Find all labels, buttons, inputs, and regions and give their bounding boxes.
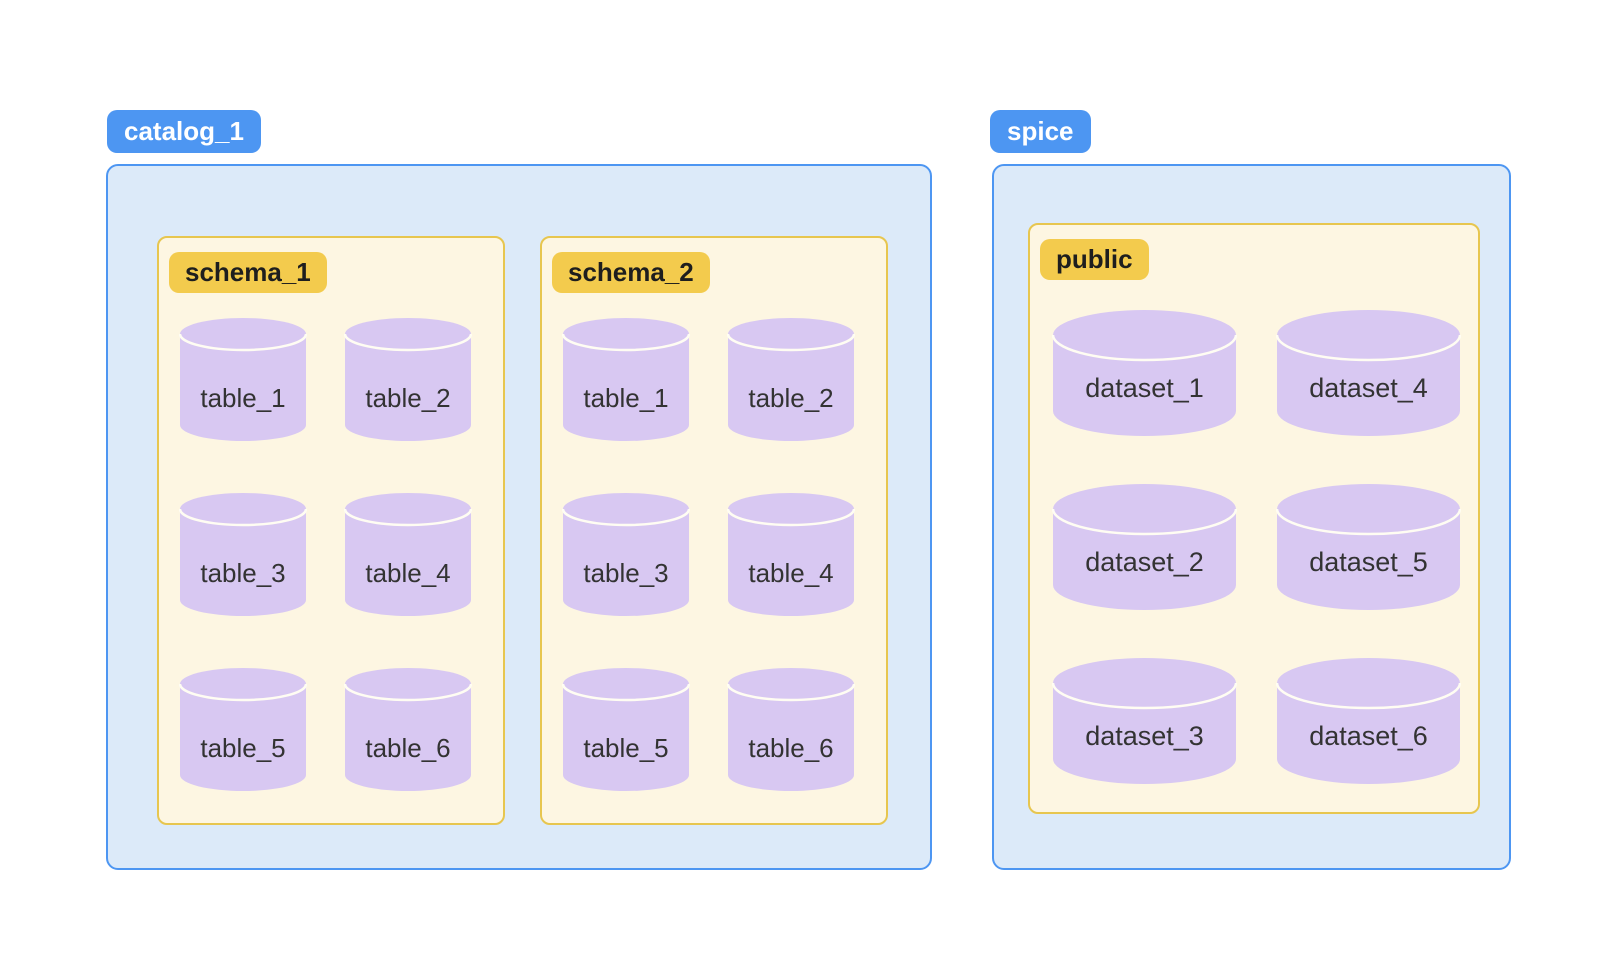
database-cylinder-icon [179, 667, 307, 792]
database-cylinder-icon [562, 317, 690, 442]
table-label: table_6 [365, 733, 451, 763]
dataset-cylinder: dataset_2 [1052, 483, 1237, 611]
database-cylinder-icon [344, 492, 472, 617]
table-cylinder: table_1 [179, 317, 307, 442]
database-cylinder-icon [344, 317, 472, 442]
catalog-badge: catalog_1 [107, 110, 261, 153]
table-cylinder: table_1 [562, 317, 690, 442]
table-cylinder: table_6 [344, 667, 472, 792]
database-cylinder-icon [179, 492, 307, 617]
schema-1-tables: table_1 table_2 table_3 table_4 table_5 [179, 317, 472, 792]
dataset-label: dataset_1 [1085, 372, 1204, 403]
database-cylinder-icon [727, 667, 855, 792]
dataset-cylinder: dataset_6 [1276, 657, 1461, 785]
public-box: public dataset_1 dataset_4 dataset_2 dat… [1028, 223, 1480, 814]
spice-container: public dataset_1 dataset_4 dataset_2 dat… [992, 164, 1511, 870]
dataset-label: dataset_3 [1085, 720, 1204, 751]
table-cylinder: table_2 [727, 317, 855, 442]
table-label: table_2 [748, 383, 834, 413]
database-cylinder-icon [562, 667, 690, 792]
dataset-label: dataset_5 [1309, 546, 1428, 577]
dataset-cylinder: dataset_4 [1276, 309, 1461, 437]
table-cylinder: table_5 [179, 667, 307, 792]
public-badge: public [1040, 239, 1149, 280]
table-label: table_5 [200, 733, 286, 763]
database-cylinder-icon [179, 317, 307, 442]
dataset-label: dataset_4 [1309, 372, 1428, 403]
table-label: table_3 [583, 558, 669, 588]
schema-2-tables: table_1 table_2 table_3 table_4 table_5 [562, 317, 855, 792]
dataset-label: dataset_2 [1085, 546, 1204, 577]
table-cylinder: table_2 [344, 317, 472, 442]
table-label: table_5 [583, 733, 669, 763]
schema-1-box: schema_1 table_1 table_2 table_3 table_4 [157, 236, 505, 825]
table-label: table_1 [583, 383, 669, 413]
database-cylinder-icon [727, 492, 855, 617]
table-label: table_1 [200, 383, 286, 413]
schema-2-box: schema_2 table_1 table_2 table_3 table_4 [540, 236, 888, 825]
table-label: table_3 [200, 558, 286, 588]
schema-2-badge: schema_2 [552, 252, 710, 293]
table-cylinder: table_4 [344, 492, 472, 617]
schema-1-badge: schema_1 [169, 252, 327, 293]
database-cylinder-icon [344, 667, 472, 792]
database-cylinder-icon [562, 492, 690, 617]
table-label: table_4 [365, 558, 451, 588]
table-label: table_6 [748, 733, 834, 763]
dataset-cylinder: dataset_5 [1276, 483, 1461, 611]
database-cylinder-icon [727, 317, 855, 442]
table-label: table_4 [748, 558, 834, 588]
table-cylinder: table_5 [562, 667, 690, 792]
table-cylinder: table_3 [179, 492, 307, 617]
dataset-cylinder: dataset_3 [1052, 657, 1237, 785]
spice-badge: spice [990, 110, 1091, 153]
table-label: table_2 [365, 383, 451, 413]
table-cylinder: table_4 [727, 492, 855, 617]
dataset-label: dataset_6 [1309, 720, 1428, 751]
table-cylinder: table_6 [727, 667, 855, 792]
catalog-container: schema_1 table_1 table_2 table_3 table_4 [106, 164, 932, 870]
dataset-cylinder: dataset_1 [1052, 309, 1237, 437]
public-datasets: dataset_1 dataset_4 dataset_2 dataset_5 … [1052, 309, 1461, 785]
table-cylinder: table_3 [562, 492, 690, 617]
